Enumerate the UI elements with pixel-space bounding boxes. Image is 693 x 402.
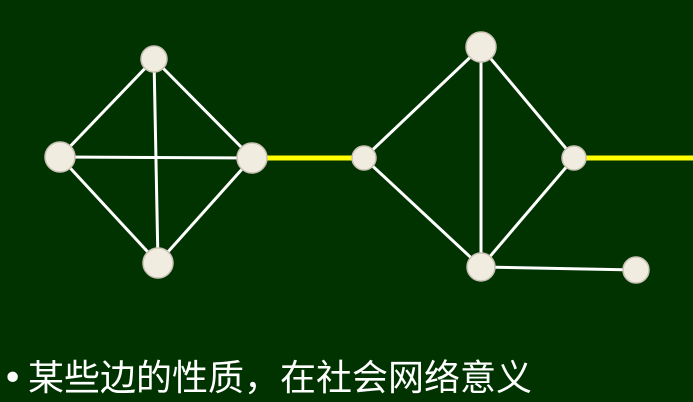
edge-a1-a2 — [58, 57, 156, 159]
edge-b1-b4 — [362, 156, 483, 269]
graph-node-b3 — [561, 145, 587, 171]
edge-a2-a3 — [152, 57, 254, 160]
graph-node-a1 — [44, 141, 76, 173]
edge-a2-a4 — [152, 57, 160, 265]
graph-node-b4 — [466, 252, 496, 282]
graph-node-b2 — [465, 31, 497, 63]
edge-b1-b2 — [362, 45, 483, 160]
graph-edges — [58, 45, 693, 272]
graph-node-b5 — [622, 256, 650, 284]
caption-text: 某些边的性质，在社会网络意义 — [28, 358, 533, 399]
edge-b2-b3 — [479, 45, 576, 160]
bullet-point: • — [2, 358, 24, 399]
graph-node-a4 — [142, 247, 174, 279]
edge-b4-b5 — [479, 265, 638, 272]
graph-node-a3 — [236, 142, 268, 174]
graph-nodes — [44, 31, 650, 284]
slide-caption: •某些边的性质，在社会网络意义 — [2, 356, 693, 402]
edge-a1-a4 — [58, 155, 160, 265]
graph-node-b1 — [351, 145, 377, 171]
edge-a3-a4 — [156, 156, 254, 265]
edge-b3-b4 — [479, 156, 576, 269]
graph-node-a2 — [140, 45, 168, 73]
